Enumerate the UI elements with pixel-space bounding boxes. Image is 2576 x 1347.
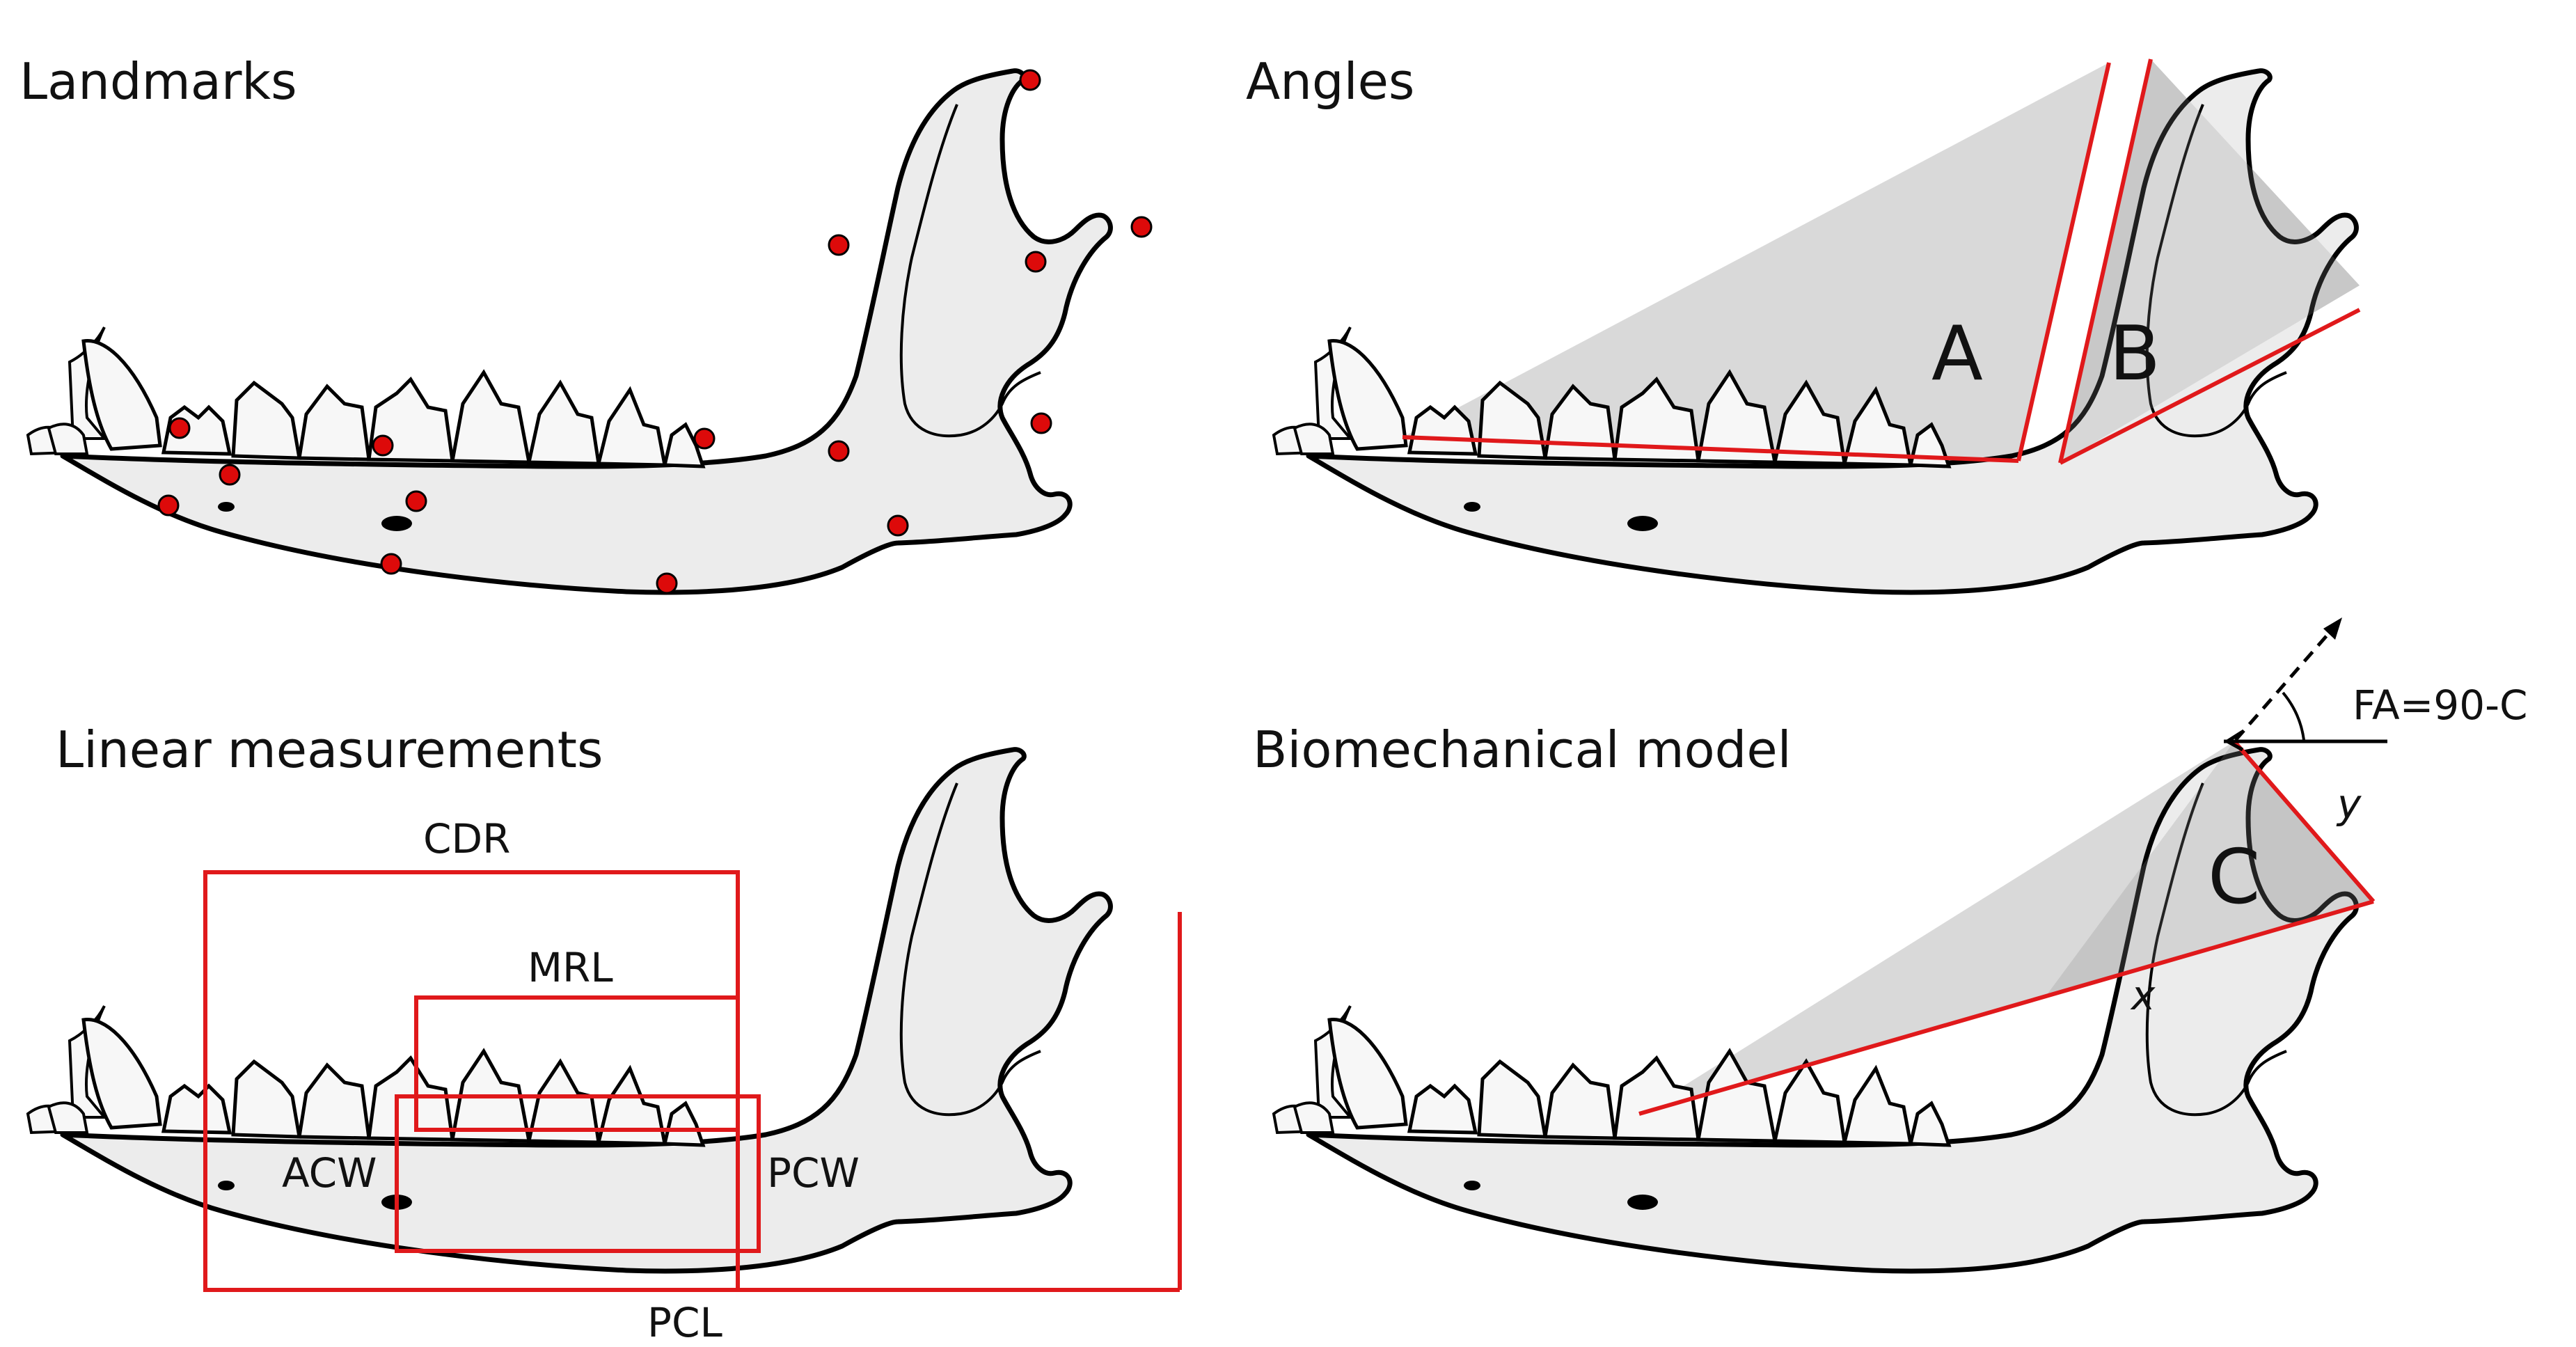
panel-biomechanical-model: Biomechanical model FA=90-C C x y [1253, 617, 2528, 1271]
label-pcl: PCL [647, 1299, 722, 1346]
lever-y [2232, 740, 2376, 903]
red-dot-icon [157, 494, 180, 517]
jaw-drawing-landmarks [28, 69, 1153, 594]
panel-linear-measurements: Linear measurements CDR MRL ACW PCW PCL [28, 720, 1182, 1346]
jaw-drawing-angles: A B [1274, 58, 2361, 592]
landmark-points [157, 69, 1153, 594]
red-dot-icon [380, 553, 402, 575]
panel-angles: Angles A B [1246, 52, 2361, 592]
jaw-drawing-linear: CDR MRL ACW PCW PCL [28, 750, 1182, 1346]
label-cdr: CDR [423, 815, 510, 862]
label-mrl: MRL [528, 944, 613, 991]
red-dot-icon [656, 572, 678, 594]
red-dot-icon [372, 434, 394, 457]
angle-a-shade [1402, 63, 2109, 459]
red-dot-icon [887, 514, 909, 537]
dashed-arrow-icon [2234, 629, 2333, 741]
angle-label-b: B [2109, 310, 2160, 397]
angle-label-a: A [1931, 310, 1983, 397]
red-dot-icon [405, 490, 427, 512]
panel-title-landmarks: Landmarks [19, 52, 297, 111]
arrow-tip [2224, 730, 2244, 752]
panel-title-angles: Angles [1246, 52, 1414, 111]
label-acw: ACW [282, 1149, 377, 1197]
jaw-drawing-biomech: FA=90-C C x y [1274, 617, 2528, 1271]
measurement-boxes [203, 870, 1182, 1292]
lever-lines [1638, 740, 2376, 1116]
red-dot-icon [693, 427, 716, 450]
red-dot-icon [1025, 251, 1047, 273]
label-x: x [2130, 972, 2156, 1019]
angle-b-overlay [2060, 59, 2360, 463]
panel-title-biomech: Biomechanical model [1253, 720, 1792, 779]
label-pcw: PCW [767, 1149, 860, 1197]
panel-title-linear: Linear measurements [56, 720, 603, 779]
red-dot-icon [1019, 69, 1041, 91]
red-dot-icon [828, 234, 850, 256]
angle-arc [2282, 691, 2305, 741]
moment-overlay [2046, 741, 2373, 995]
pcw-box [395, 1094, 761, 1253]
label-c: C [2208, 834, 2260, 921]
lever-x [1638, 899, 2374, 1116]
arrow-head [2323, 617, 2342, 640]
angle-lines [1402, 58, 2361, 465]
red-dot-icon [1030, 412, 1052, 434]
red-dot-icon [168, 417, 191, 439]
label-y: y [2336, 780, 2362, 828]
force-arrow [2224, 617, 2387, 752]
red-dot-icon [219, 464, 241, 486]
label-fa: FA=90-C [2353, 682, 2528, 729]
red-dot-icon [1130, 216, 1153, 238]
panel-landmarks: Landmarks [19, 52, 1153, 594]
red-dot-icon [828, 440, 850, 462]
mrl-box [414, 995, 740, 1132]
